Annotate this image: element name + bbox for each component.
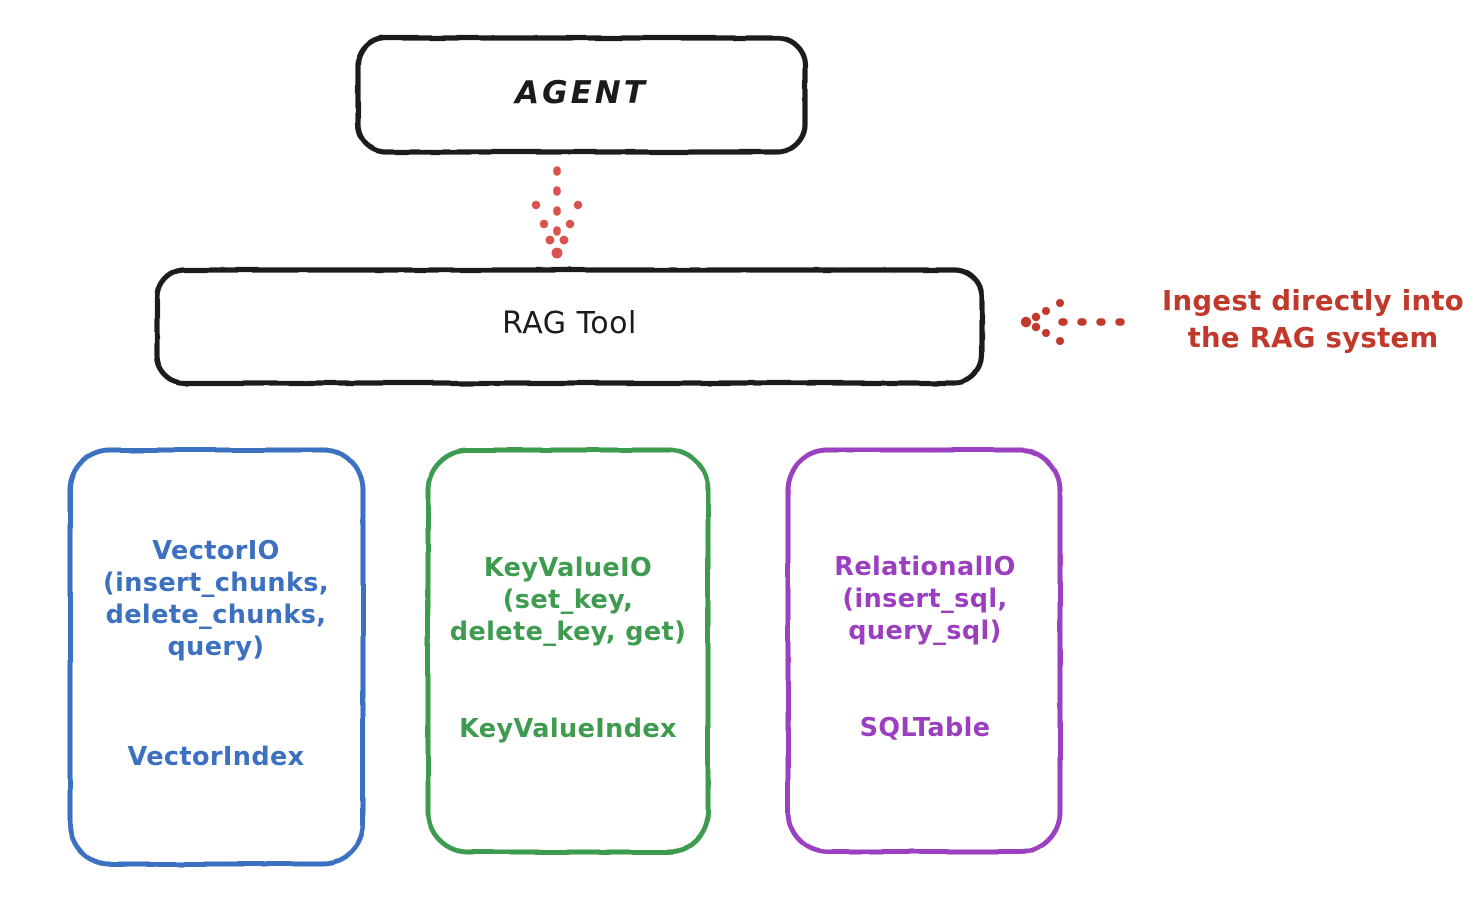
rag-tool-box-outline (154, 267, 985, 386)
node-relational-store[interactable] (785, 447, 1063, 855)
node-keyvalue-store[interactable] (425, 447, 711, 855)
keyvalue-store-box-outline (425, 447, 711, 855)
edge-agent-to-rag-tool (531, 166, 583, 259)
relational-store-box-outline (785, 447, 1063, 855)
arrowhead-down-icon (531, 200, 583, 259)
agent-box-outline (355, 35, 808, 155)
arrowhead-left-icon (1020, 299, 1064, 345)
node-agent[interactable] (355, 35, 808, 155)
edge-ingest-to-rag-tool (1020, 299, 1140, 345)
node-vector-store[interactable] (67, 447, 366, 867)
node-rag-tool[interactable] (154, 267, 985, 386)
vector-store-box-outline (67, 447, 366, 867)
